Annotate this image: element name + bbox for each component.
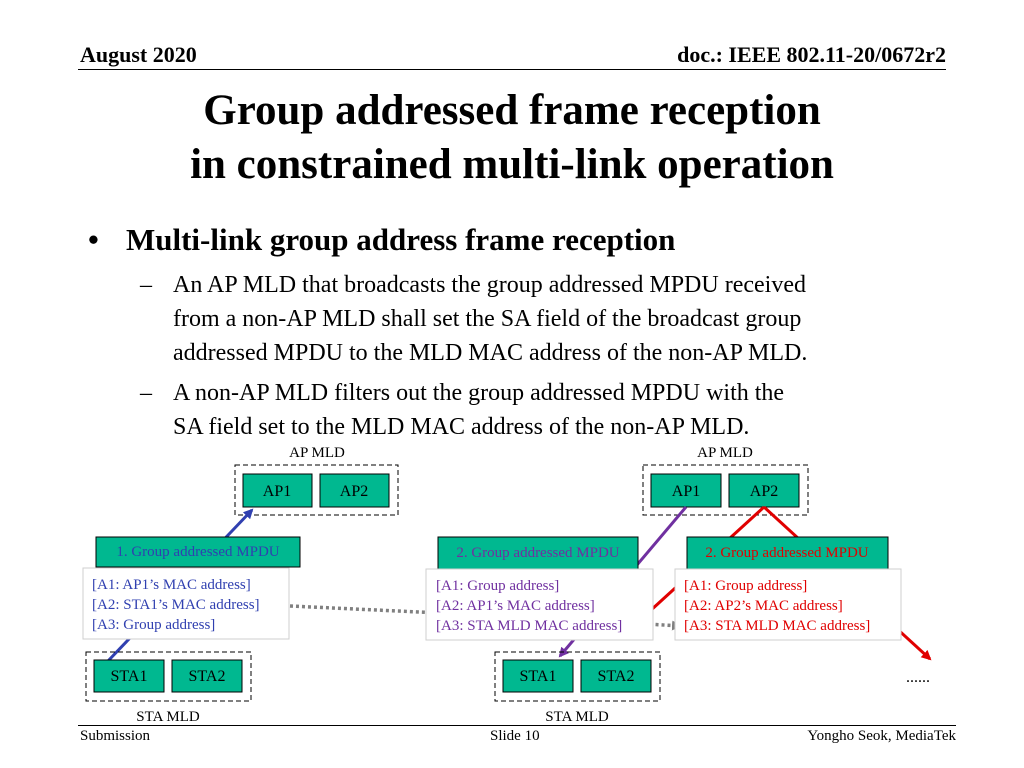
title-line-2: in constrained multi-link operation: [190, 141, 834, 188]
ellipsis: ......: [906, 669, 930, 686]
ap2-box-left[interactable]: [319, 473, 390, 508]
ap-mld-box-right: [642, 464, 809, 516]
mpdu1-label-box[interactable]: [95, 536, 301, 568]
sta1-label-left: STA1: [111, 668, 148, 685]
ap2-box-right[interactable]: [728, 473, 800, 508]
sub-bullet-2-line-1: A non-AP MLD filters out the group addre…: [173, 380, 785, 406]
mpdu2a-field-3: [A3: STA MLD MAC address]: [436, 618, 622, 634]
mpdu2b-label-box[interactable]: [686, 536, 889, 570]
sta2-box-right[interactable]: [580, 659, 652, 693]
mpdu1-field-3: [A3: Group address]: [92, 617, 215, 633]
sta2-label-left: STA2: [189, 668, 226, 685]
mpdu2b-fields-box: [674, 568, 902, 641]
ap1-box-left[interactable]: [242, 473, 313, 508]
footer-author: Yongho Seok, MediaTek: [807, 728, 956, 744]
mpdu1-fields-box: [82, 567, 290, 640]
ap2-label-left: AP2: [340, 483, 368, 500]
ap-mld-label-right: AP MLD: [697, 445, 753, 461]
sub-bullet-1-line-1: An AP MLD that broadcasts the group addr…: [173, 272, 806, 298]
ap2-label-right: AP2: [750, 483, 778, 500]
sta-mld-label-left: STA MLD: [136, 709, 200, 725]
sub-bullet-2-text: A non-AP MLD filters out the group addre…: [173, 376, 784, 444]
sta1-box-right[interactable]: [502, 659, 574, 693]
mpdu2a-field-2: [A2: AP1’s MAC address]: [436, 598, 595, 614]
mpdu2b-field-3: [A3: STA MLD MAC address]: [684, 618, 870, 634]
title-line-1: Group addressed frame reception: [203, 87, 821, 134]
mpdu2b-label: 2. Group addressed MPDU: [705, 545, 868, 561]
sta-mld-label-right: STA MLD: [545, 709, 609, 725]
sub-bullet-1-text: An AP MLD that broadcasts the group addr…: [173, 268, 807, 370]
header-doc-id: doc.: IEEE 802.11-20/0672r2: [677, 42, 946, 67]
header-date: August 2020: [80, 42, 197, 67]
sub-bullet-1-line-3: addressed MPDU to the MLD MAC address of…: [173, 340, 808, 366]
mpdu2a-label-box[interactable]: [437, 536, 639, 570]
sub-bullet-2-line-2: SA field set to the MLD MAC address of t…: [173, 414, 750, 440]
footer-slide-number: Slide 10: [490, 728, 540, 744]
header-divider: [78, 69, 946, 70]
sta2-box-left[interactable]: [171, 659, 243, 693]
footer-divider: [78, 725, 956, 726]
mpdu2a-label: 2. Group addressed MPDU: [456, 545, 619, 561]
ap1-box-right[interactable]: [650, 473, 722, 508]
ap-mld-label-left: AP MLD: [289, 445, 345, 461]
sub-bullet-1-line-2: from a non-AP MLD shall set the SA field…: [173, 306, 802, 332]
mpdu2b-field-1: [A1: Group address]: [684, 578, 807, 594]
main-bullet-text: Multi-link group address frame reception: [126, 222, 676, 257]
sta2-label-right: STA2: [598, 668, 635, 685]
ap1-label-left: AP1: [263, 483, 291, 500]
footer-submission: Submission: [80, 728, 151, 744]
sta1-label-right: STA1: [520, 668, 557, 685]
mpdu2a-field-1: [A1: Group address]: [436, 578, 559, 594]
sta-mld-box-left: [85, 651, 252, 702]
sta1-box-left[interactable]: [93, 659, 165, 693]
sta-mld-box-right: [494, 651, 661, 702]
mpdu2a-fields-box: [425, 568, 654, 641]
mpdu2b-field-2: [A2: AP2’s MAC address]: [684, 598, 843, 614]
mpdu1-field-2: [A2: STA1’s MAC address]: [92, 597, 260, 613]
mpdu1-field-1: [A1: AP1’s MAC address]: [92, 577, 251, 593]
mpdu1-label: 1. Group addressed MPDU: [116, 544, 279, 560]
sub-bullet-dash: –: [140, 380, 152, 406]
bullet-dot: •: [88, 222, 99, 257]
slide-title: Group addressed frame reception in const…: [0, 84, 1024, 192]
ap-mld-box-left: [234, 464, 399, 516]
ap1-label-right: AP1: [672, 483, 700, 500]
sub-bullet-dash: –: [140, 272, 152, 298]
